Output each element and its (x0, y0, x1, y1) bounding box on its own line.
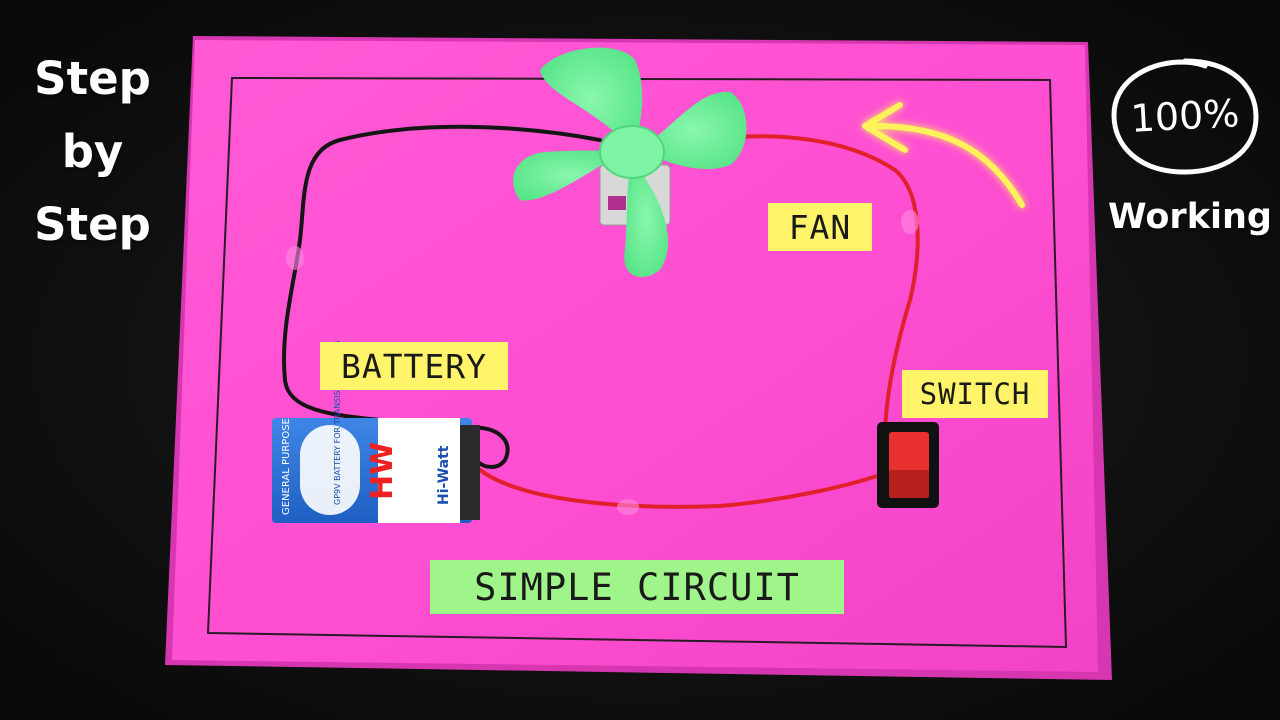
arrow-icon (862, 102, 1025, 208)
fan-label: FAN (768, 203, 872, 251)
step-by-step-title: Step by Step (10, 42, 175, 261)
fan-icon (513, 47, 747, 278)
svg-text:GENERAL PURPOSE: GENERAL PURPOSE (281, 418, 292, 515)
switch-label: SWITCH (902, 370, 1048, 418)
battery-label: BATTERY (320, 342, 508, 390)
hundred-percent-badge: 100% (1110, 55, 1260, 177)
svg-text:Hi-Watt: Hi-Watt (436, 445, 452, 505)
title-line-1: Step (34, 52, 151, 105)
badge-circle-icon (1111, 58, 1259, 175)
black-wire-terminal (469, 425, 510, 469)
svg-text:HW: HW (365, 442, 400, 500)
red-wire-bottom (478, 468, 882, 509)
title-line-2: by (61, 125, 124, 178)
svg-text:GP9V BATTERY FOR TRANSISTOR RA: GP9V BATTERY FOR TRANSISTOR RADIOS (333, 340, 342, 505)
badge-text: 100% (1129, 91, 1241, 141)
working-label: Working (1108, 197, 1272, 237)
switch-icon (877, 422, 939, 508)
battery-icon: HW Hi-Watt GENERAL PURPOSE GP9V BATTERY … (272, 340, 480, 523)
title-line-3: Step (34, 198, 151, 251)
black-wire (282, 124, 602, 422)
simple-circuit-label: SIMPLE CIRCUIT (430, 560, 844, 614)
